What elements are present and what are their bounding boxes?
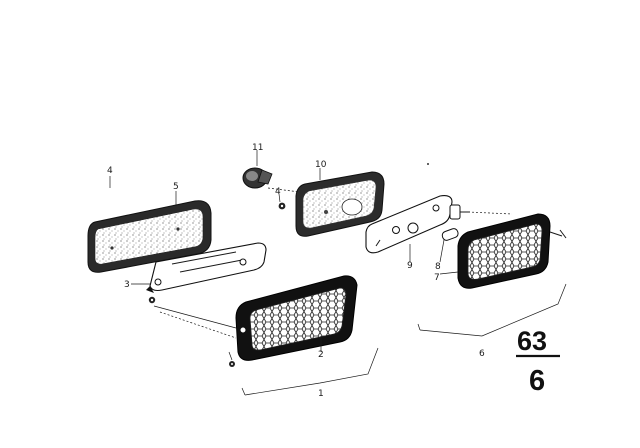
part-11-bulb-socket: [242, 167, 273, 189]
callout-5: 5: [173, 182, 179, 192]
section-number: 63 6: [516, 326, 560, 397]
part-8-bulb: [441, 228, 459, 241]
callout-4-top-left: 4: [107, 166, 113, 176]
part-7-side-marker-lamp: [457, 213, 567, 289]
part-3-mounting-plate: [146, 242, 267, 293]
callout-1: 1: [318, 389, 324, 399]
part-5-gasket: [87, 200, 212, 273]
callout-8: 8: [435, 262, 441, 272]
leader-lines: [109, 150, 567, 396]
callout-11: 11: [252, 143, 263, 153]
screw-center: [278, 202, 286, 210]
retaining-clip: [449, 204, 470, 220]
callout-9: 9: [407, 261, 413, 271]
part-9-mounting-plate: [365, 195, 453, 254]
callout-6: 6: [479, 349, 485, 359]
callout-3: 3: [124, 280, 130, 290]
callouts: 1 2 3 4 4 5 6 7 8 9 10 11: [107, 143, 485, 399]
part-2-side-marker-lamp: [235, 275, 358, 361]
part-10-lens-housing: [295, 171, 385, 237]
callout-2: 2: [318, 350, 324, 360]
section-number-top: 63: [517, 326, 547, 356]
section-number-bottom: 6: [529, 365, 545, 397]
callout-4-center: 4: [275, 187, 281, 197]
screw-bottom-left: [229, 361, 235, 367]
screw-near-plate: [148, 296, 156, 304]
stray-dot: [427, 163, 429, 165]
callout-10: 10: [315, 160, 327, 170]
callout-7: 7: [434, 273, 440, 283]
